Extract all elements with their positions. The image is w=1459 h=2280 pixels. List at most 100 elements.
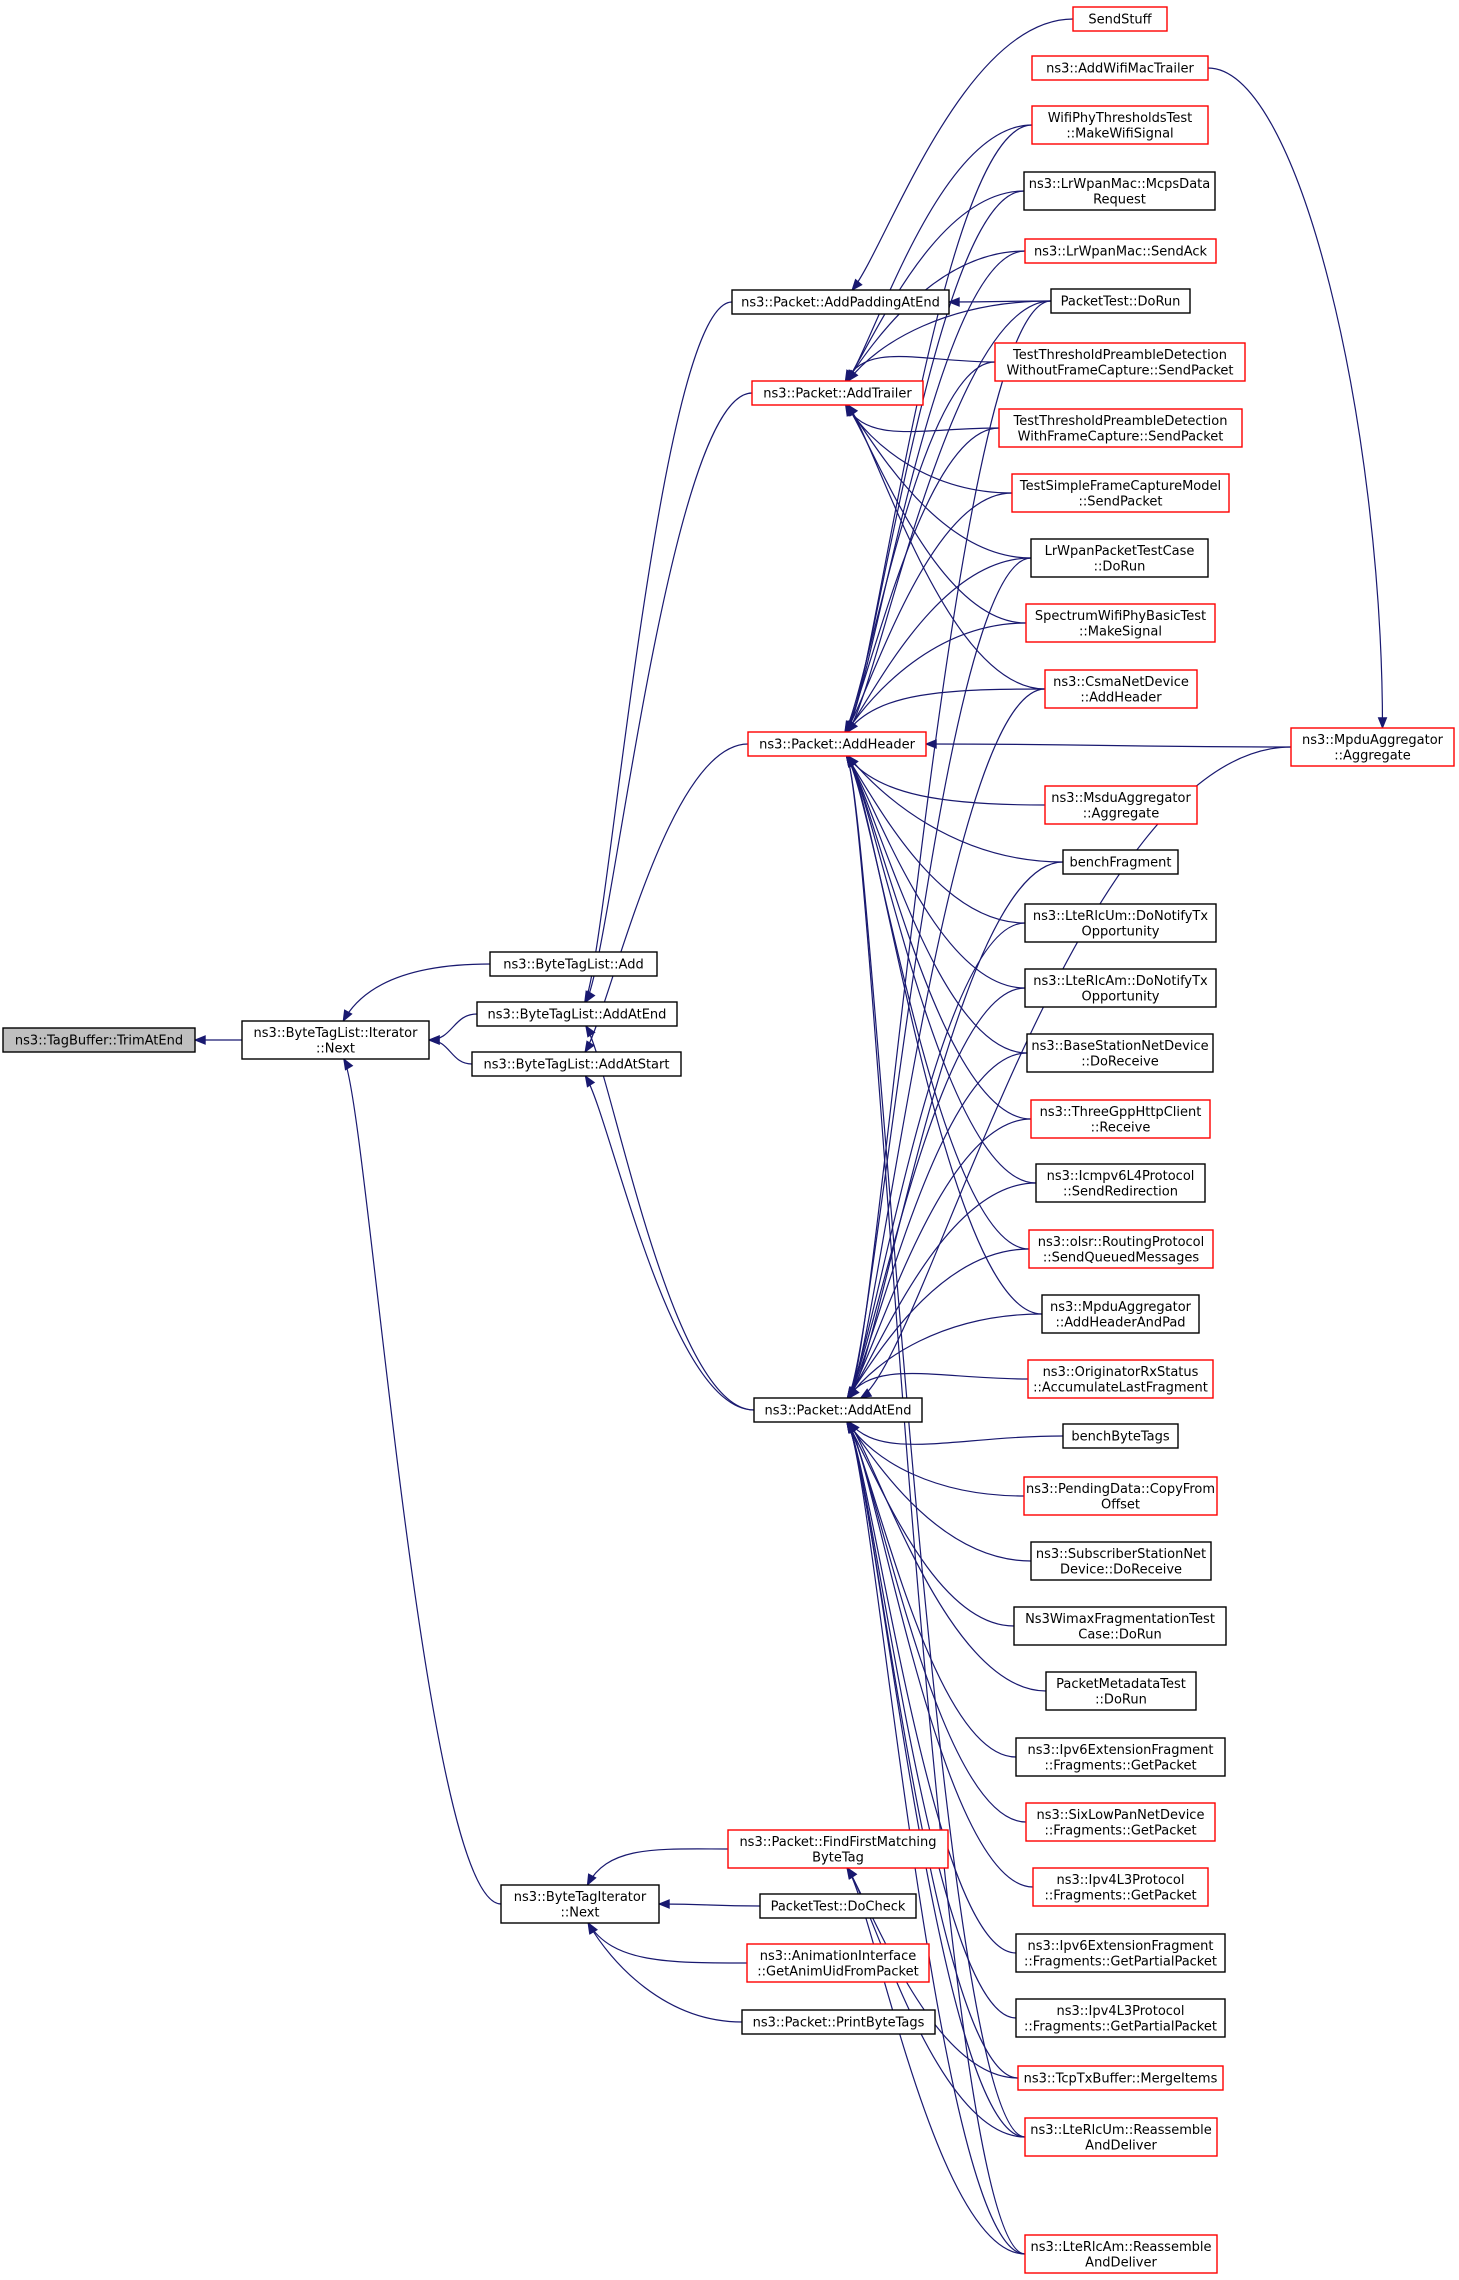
node-sixlow[interactable]: ns3::SixLowPanNetDevice::Fragments::GetP… [1025,1802,1216,1842]
node-box[interactable] [1072,6,1168,32]
node-box[interactable] [753,1397,923,1423]
node-box[interactable] [1015,1998,1226,2038]
node-orig[interactable]: ns3::OriginatorRxStatus::AccumulateLastF… [1027,1359,1214,1399]
node-btladd[interactable]: ns3::ByteTagList::Add [489,951,658,977]
node-box[interactable] [1015,1933,1226,1973]
node-box[interactable] [1032,1867,1209,1907]
node-box[interactable] [759,1893,917,1919]
node-box[interactable] [1290,727,1455,767]
node-pktdorun[interactable]: PacketTest::DoRun [1050,288,1191,314]
node-box[interactable] [1030,1541,1212,1581]
node-box[interactable] [2,1027,196,1053]
node-box[interactable] [1024,968,1217,1008]
node-box[interactable] [1041,1294,1200,1334]
node-box[interactable] [731,289,950,315]
node-ipv4frag[interactable]: ns3::Ipv4L3Protocol::Fragments::GetPacke… [1032,1867,1209,1907]
node-box[interactable] [1035,1163,1206,1203]
node-box[interactable] [489,951,658,977]
node-box[interactable] [1013,1606,1227,1646]
node-box[interactable] [998,408,1243,448]
node-box[interactable] [1028,1229,1214,1269]
node-ipv4part[interactable]: ns3::Ipv4L3Protocol::Fragments::GetParti… [1015,1998,1226,2038]
node-anim[interactable]: ns3::AnimationInterface::GetAnimUidFromP… [746,1943,930,1983]
node-box[interactable] [1030,538,1209,578]
node-lrack[interactable]: ns3::LrWpanMac::SendAck [1024,238,1217,264]
node-btinext[interactable]: ns3::ByteTagIterator::Next [500,1884,660,1924]
node-btlend[interactable]: ns3::ByteTagList::AddAtEnd [476,1001,678,1027]
node-tpdw[interactable]: TestThresholdPreambleDetectionWithFrameC… [998,408,1243,448]
node-ssnd[interactable]: ns3::SubscriberStationNetDevice::DoRecei… [1030,1541,1212,1581]
node-box[interactable] [471,1051,682,1077]
node-box[interactable] [1025,603,1216,643]
node-spectrum[interactable]: SpectrumWifiPhyBasicTest::MakeSignal [1025,603,1216,643]
node-box[interactable] [727,1829,949,1869]
node-mpdupad[interactable]: ns3::MpduAggregator::AddHeaderAndPad [1041,1294,1200,1334]
node-box[interactable] [1015,1737,1226,1777]
node-pktend[interactable]: ns3::Packet::AddAtEnd [753,1397,923,1423]
node-benchfrag[interactable]: benchFragment [1062,849,1179,875]
node-box[interactable] [1024,238,1217,264]
node-padding[interactable]: ns3::Packet::AddPaddingAtEnd [731,289,950,315]
node-box[interactable] [1031,105,1209,145]
node-box[interactable] [1031,55,1209,81]
node-bsnd[interactable]: ns3::BaseStationNetDevice::DoReceive [1026,1033,1214,1073]
node-mpduagg[interactable]: ns3::MpduAggregator::Aggregate [1290,727,1455,767]
node-box[interactable] [751,380,924,406]
node-tsfc[interactable]: TestSimpleFrameCaptureModel::SendPacket [1011,473,1230,513]
node-csma[interactable]: ns3::CsmaNetDevice::AddHeader [1044,669,1198,709]
node-box[interactable] [746,1943,930,1983]
node-pmeta[interactable]: PacketMetadataTest::DoRun [1045,1671,1197,1711]
node-btlstart[interactable]: ns3::ByteTagList::AddAtStart [471,1051,682,1077]
node-ipv6frag[interactable]: ns3::Ipv6ExtensionFragment::Fragments::G… [1015,1737,1226,1777]
node-box[interactable] [1017,2065,1224,2091]
node-box[interactable] [1062,849,1179,875]
node-header[interactable]: ns3::Packet::AddHeader [747,731,927,757]
node-box[interactable] [1023,1476,1218,1516]
node-box[interactable] [1044,669,1198,709]
node-box[interactable] [1062,1423,1179,1449]
node-benchbt[interactable]: benchByteTags [1062,1423,1179,1449]
node-box[interactable] [1026,1033,1214,1073]
node-box[interactable] [994,342,1246,382]
node-box[interactable] [241,1020,430,1060]
node-tcpmerge[interactable]: ns3::TcpTxBuffer::MergeItems [1017,2065,1224,2091]
node-box[interactable] [1025,1802,1216,1842]
node-wifiphy[interactable]: WifiPhyThresholdsTest::MakeWifiSignal [1031,105,1209,145]
node-box[interactable] [1050,288,1191,314]
node-box[interactable] [1044,785,1198,825]
node-box[interactable] [747,731,927,757]
node-pdocheck[interactable]: PacketTest::DoCheck [759,1893,917,1919]
node-olsr[interactable]: ns3::olsr::RoutingProtocol::SendQueuedMe… [1028,1229,1214,1269]
node-box[interactable] [1024,2117,1218,2157]
node-printbt[interactable]: ns3::Packet::PrintByteTags [741,2009,936,2035]
node-itnext[interactable]: ns3::ByteTagList::Iterator::Next [241,1020,430,1060]
node-box[interactable] [1045,1671,1197,1711]
node-box[interactable] [1027,1359,1214,1399]
node-msdu[interactable]: ns3::MsduAggregator::Aggregate [1044,785,1198,825]
node-box[interactable] [1024,2234,1218,2274]
node-wifimac[interactable]: ns3::AddWifiMacTrailer [1031,55,1209,81]
node-trim[interactable]: ns3::TagBuffer::TrimAtEnd [2,1027,196,1053]
node-lrpkt[interactable]: LrWpanPacketTestCase::DoRun [1030,538,1209,578]
node-box[interactable] [1023,171,1216,211]
node-box[interactable] [741,2009,936,2035]
node-box[interactable] [476,1001,678,1027]
node-tpdwo[interactable]: TestThresholdPreambleDetectionWithoutFra… [994,342,1246,382]
node-box[interactable] [1024,903,1217,943]
node-http[interactable]: ns3::ThreeGppHttpClient::Receive [1030,1099,1211,1139]
node-box[interactable] [500,1884,660,1924]
node-ipv6part[interactable]: ns3::Ipv6ExtensionFragment::Fragments::G… [1015,1933,1226,1973]
node-sendstuff[interactable]: SendStuff [1072,6,1168,32]
node-trailer[interactable]: ns3::Packet::AddTrailer [751,380,924,406]
node-icmp[interactable]: ns3::Icmpv6L4Protocol::SendRedirection [1035,1163,1206,1203]
node-box[interactable] [1030,1099,1211,1139]
node-box[interactable] [1011,473,1230,513]
